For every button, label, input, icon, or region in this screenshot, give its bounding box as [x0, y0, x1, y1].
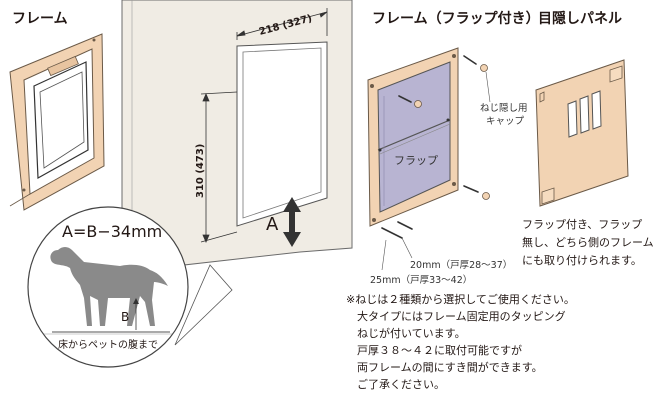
screw-note-line: 両フレームの間にすき間ができます。 [346, 361, 543, 374]
width-dimension [236, 8, 328, 40]
screw-note-line: ねじが付いています。 [346, 327, 466, 340]
flap-label: フラップ [394, 154, 438, 167]
panel-note: フラップ付き、フラップ 無し、どちら側のフレーム にも取り付けられます。 [522, 216, 654, 270]
belly-label: 床からペットの腹まで [58, 340, 158, 351]
screw-note-line: 戸厚３８〜４２に取付可能ですが [346, 344, 522, 357]
cover-panel-title: 目隠しパネル [538, 11, 622, 27]
height-dimension [200, 91, 238, 244]
screw-note-line: ご了承ください。 [346, 378, 445, 391]
screw-20mm-label: 20mm（戸厚28〜37） [410, 260, 513, 271]
screw-note-line: ※ねじは２種類から選択してご使用ください。 [346, 293, 575, 306]
cover-panel-shape [535, 59, 629, 207]
a-arrow [283, 197, 301, 247]
dog-inset [27, 206, 233, 368]
left-frame [9, 33, 105, 211]
panel-note-line: フラップ付き、フラップ [522, 218, 643, 231]
leader-lines [381, 71, 491, 271]
formula-label: A=B−34mm [62, 222, 163, 241]
dog-silhouette [50, 247, 168, 326]
panel-note-line: にも取り付けられます。 [522, 254, 642, 267]
screw-cap-label-2: キャップ [486, 116, 525, 127]
b-label: B [121, 310, 130, 324]
screw-25mm-label: 25mm（戸厚33〜42） [370, 275, 473, 286]
flap-frame [367, 47, 459, 227]
a-label: A [266, 214, 279, 235]
screws [381, 55, 479, 239]
screw-note: ※ねじは２種類から選択してご使用ください。 大タイプにはフレーム固定用のタッピン… [346, 291, 575, 393]
panel-note-line: 無し、どちら側のフレーム [522, 236, 654, 249]
screw-cap-label: ねじ隠し用 [480, 103, 528, 114]
height-dimension-label: 310 (473) [195, 144, 206, 198]
frame-with-flap-title: フレーム（フラップ付き） [372, 11, 540, 27]
screw-caps [414, 64, 490, 200]
frame-title: フレーム [12, 11, 68, 27]
screw-note-line: 大タイプにはフレーム固定用のタッピング [346, 310, 566, 323]
